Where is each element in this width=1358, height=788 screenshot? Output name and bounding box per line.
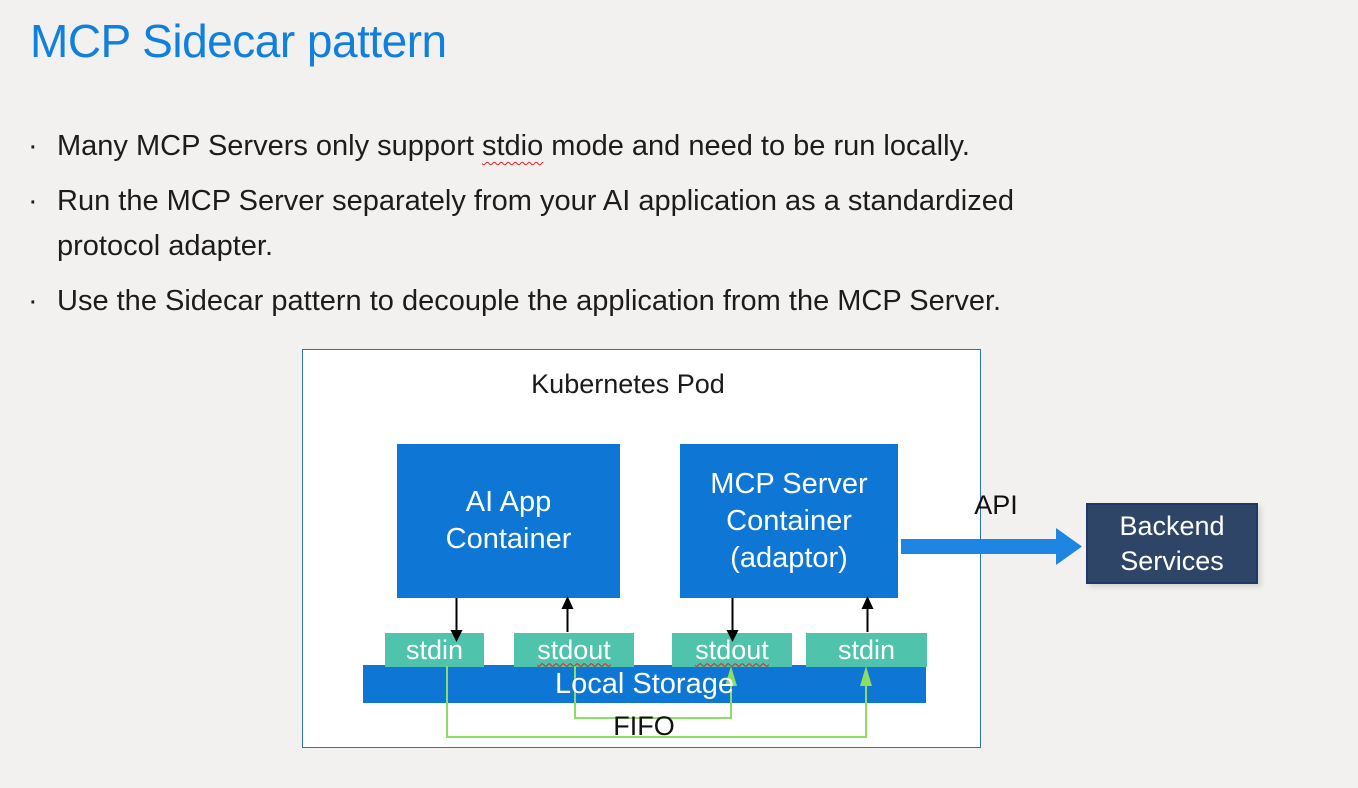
bullet-2-line-2: protocol adapter. <box>57 230 274 262</box>
bullet-text-3: Use the Sidecar pattern to decouple the … <box>57 285 1002 317</box>
kubernetes-pod-label: Kubernetes Pod <box>531 369 725 399</box>
bullet-dot: · <box>28 285 38 317</box>
backend-services-label-line-1: Backend <box>1119 510 1225 541</box>
backend-services-box: Backend Services <box>1086 503 1258 584</box>
ai-stdin-pipe-box: stdin <box>385 633 484 667</box>
ai-app-container-box: AI App Container <box>397 444 620 598</box>
mcp-stdin-pipe-box: stdin <box>806 633 927 667</box>
bullet-1-misspelled-word: stdio <box>481 130 544 162</box>
bullet-item-2: · Run the MCP Server separately from you… <box>28 179 1338 269</box>
backend-services-label-line-2: Services <box>1120 545 1224 576</box>
mcp-stdout-pipe-box: stdout <box>672 633 792 667</box>
bullet-1-pre: Many MCP Servers only support <box>57 130 482 162</box>
api-label: API <box>974 490 1018 520</box>
ai-stdin-label: stdin <box>405 634 464 665</box>
mcp-stdin-label: stdin <box>837 634 896 665</box>
mcp-server-container-label-line-3: (adaptor) <box>730 541 848 574</box>
bullet-text-2: Run the MCP Server separately from your … <box>57 179 1338 269</box>
ai-app-container-label-line-1: AI App <box>465 486 552 518</box>
bullet-dot: · <box>28 130 38 162</box>
mcp-stdout-label: stdout <box>695 634 769 665</box>
bullet-1-post: mode and need to be run locally. <box>543 130 970 162</box>
ai-app-container-label-line-2: Container <box>445 523 572 555</box>
fifo-label: FIFO <box>613 711 675 741</box>
bullet-dot: · <box>28 185 38 217</box>
local-storage-label: Local Storage <box>555 668 734 700</box>
mcp-server-container-label-line-1: MCP Server <box>710 467 868 500</box>
bullet-text-1: Many MCP Servers only support stdio mode… <box>57 124 1338 169</box>
bullet-2-line-1: Run the MCP Server separately from your … <box>57 185 1014 217</box>
slide-title: MCP Sidecar pattern <box>30 15 447 67</box>
bullet-list: · Many MCP Servers only support stdio mo… <box>28 124 1338 334</box>
mcp-server-container-label-line-2: Container <box>726 504 852 537</box>
bullet-item-3: · Use the Sidecar pattern to decouple th… <box>28 279 1338 324</box>
mcp-server-container-box: MCP Server Container (adaptor) <box>680 444 898 598</box>
ai-stdout-label: stdout <box>537 634 611 665</box>
ai-stdout-pipe-box: stdout <box>514 633 634 667</box>
bullet-item-1: · Many MCP Servers only support stdio mo… <box>28 124 1338 169</box>
